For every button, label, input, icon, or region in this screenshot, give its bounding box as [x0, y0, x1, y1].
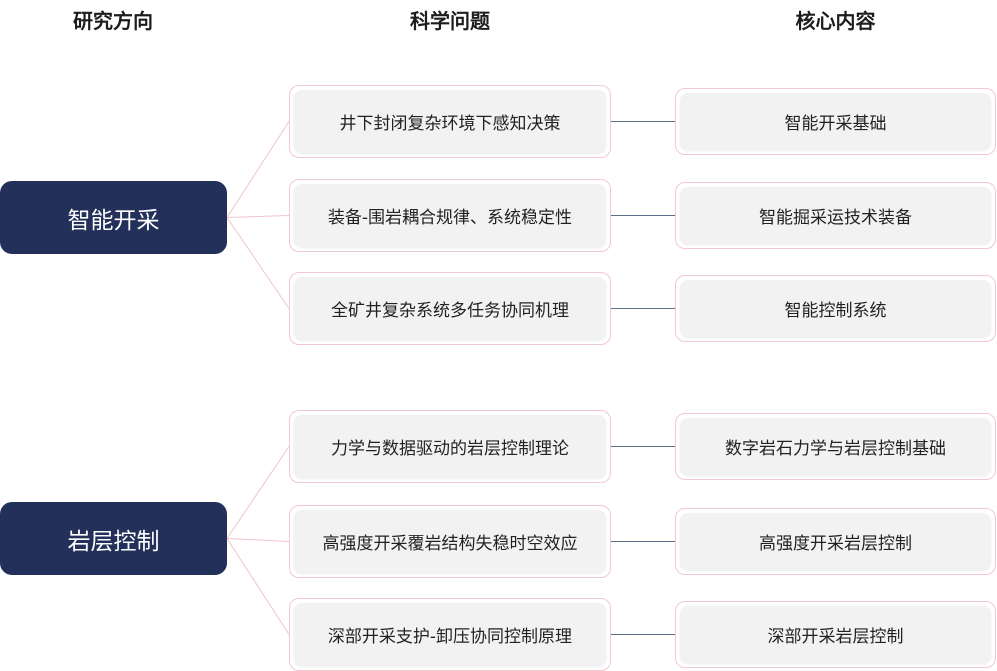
- core-content-card: 数字岩石力学与岩层控制基础: [675, 413, 996, 480]
- scientific-question-card: 高强度开采覆岩结构失稳时空效应: [289, 505, 611, 578]
- branch-line: [226, 215, 290, 218]
- core-content-card: 高强度开采岩层控制: [675, 508, 996, 575]
- core-content-card-label: 智能控制系统: [680, 280, 991, 337]
- branch-line: [226, 446, 290, 539]
- branch-line: [226, 538, 290, 635]
- core-content-card: 智能控制系统: [675, 275, 996, 342]
- scientific-question-card-label: 高强度开采覆岩结构失稳时空效应: [294, 510, 606, 573]
- scientific-question-card-label: 力学与数据驱动的岩层控制理论: [294, 415, 606, 478]
- core-content-card: 深部开采岩层控制: [675, 601, 996, 668]
- core-content-card: 智能掘采运技术装备: [675, 182, 996, 249]
- scientific-question-card: 深部开采支护-卸压协同控制原理: [289, 598, 611, 671]
- header-scientific-question: 科学问题: [410, 9, 490, 33]
- scientific-question-card: 井下封闭复杂环境下感知决策: [289, 85, 611, 158]
- scientific-question-card: 全矿井复杂系统多任务协同机理: [289, 272, 611, 345]
- core-content-card-label: 智能掘采运技术装备: [680, 187, 991, 244]
- scientific-question-card: 力学与数据驱动的岩层控制理论: [289, 410, 611, 483]
- scientific-question-card-label: 全矿井复杂系统多任务协同机理: [294, 277, 606, 340]
- core-content-card-label: 高强度开采岩层控制: [680, 513, 991, 570]
- branch-line: [226, 217, 290, 309]
- scientific-question-card-label: 深部开采支护-卸压协同控制原理: [294, 603, 606, 666]
- scientific-question-card-label: 装备-围岩耦合规律、系统稳定性: [294, 184, 606, 247]
- branch-line: [226, 121, 290, 218]
- branch-line: [226, 538, 290, 542]
- scientific-question-card: 装备-围岩耦合规律、系统稳定性: [289, 179, 611, 252]
- core-content-card-label: 智能开采基础: [680, 93, 991, 150]
- research-direction-box: 岩层控制: [0, 502, 227, 575]
- scientific-question-card-label: 井下封闭复杂环境下感知决策: [294, 90, 606, 153]
- core-content-card-label: 深部开采岩层控制: [680, 606, 991, 663]
- header-research-direction: 研究方向: [73, 9, 153, 33]
- core-content-card-label: 数字岩石力学与岩层控制基础: [680, 418, 991, 475]
- header-core-content: 核心内容: [795, 9, 876, 33]
- research-direction-box: 智能开采: [0, 181, 227, 254]
- core-content-card: 智能开采基础: [675, 88, 996, 155]
